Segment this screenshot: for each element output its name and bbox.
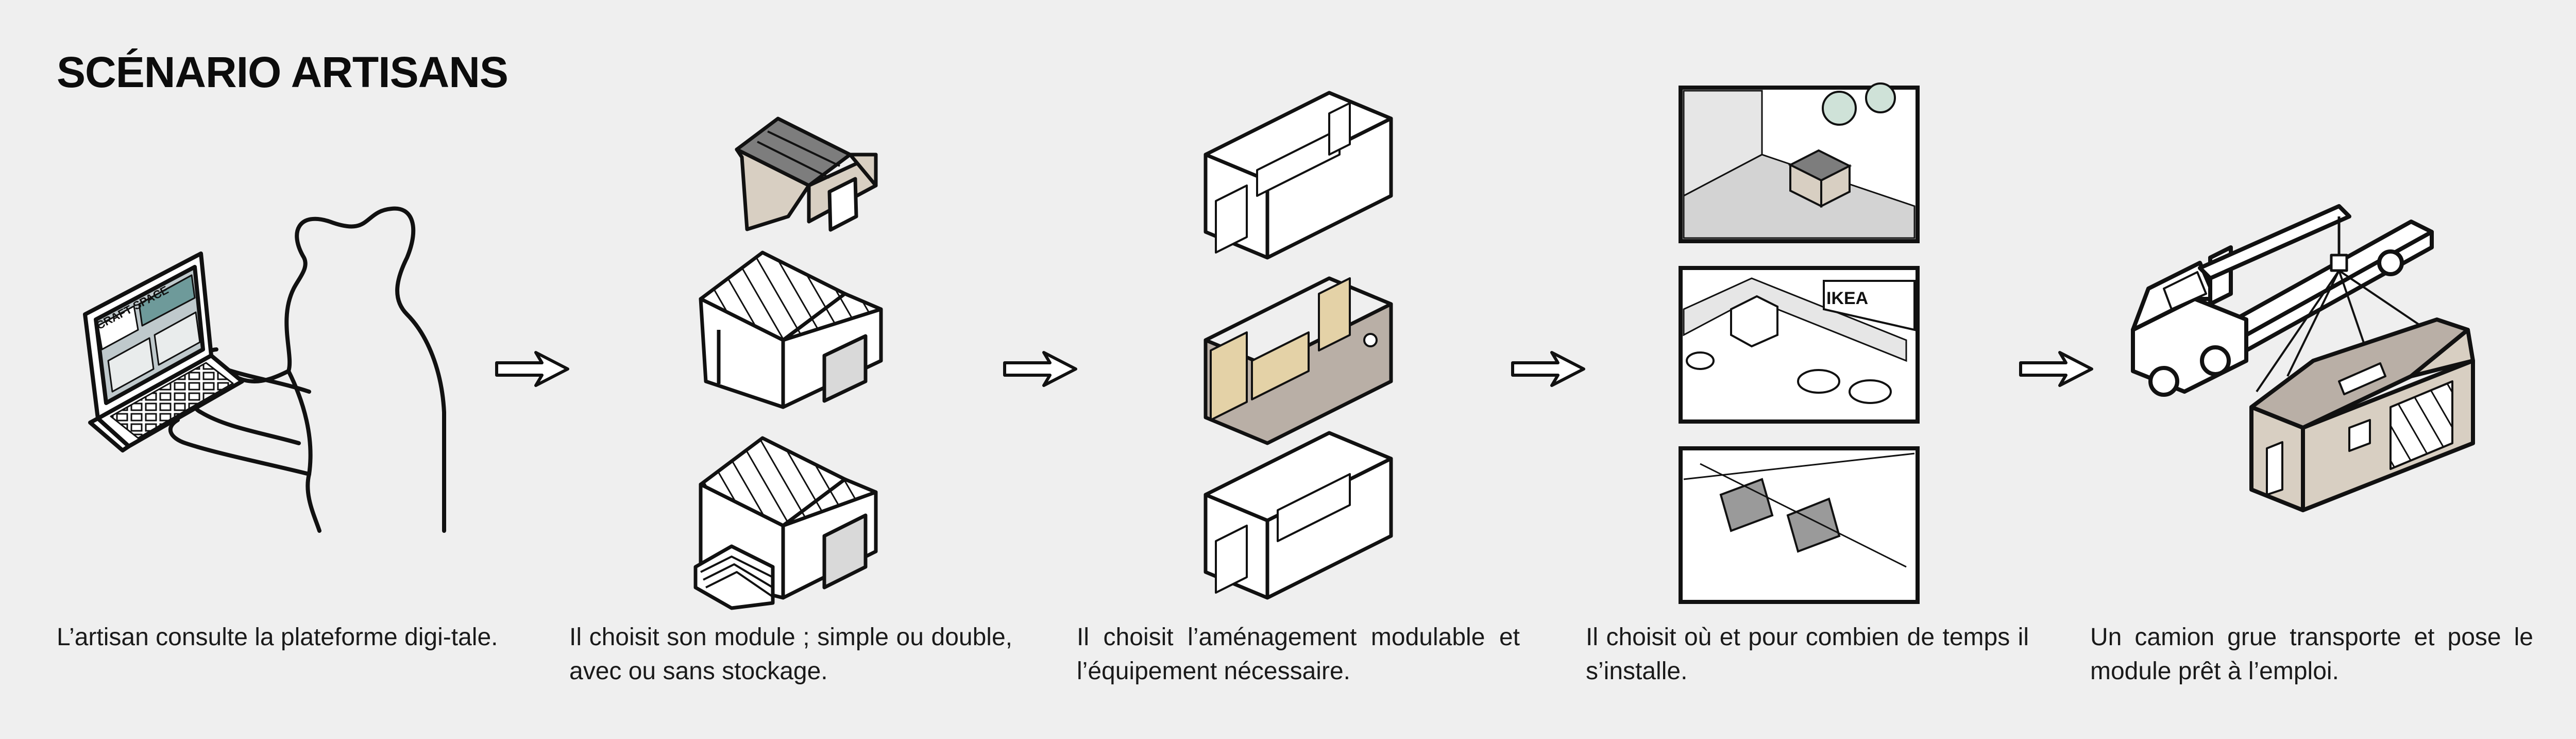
module-options-icon <box>696 119 881 608</box>
store-sign-label: IKEA <box>1826 289 1868 308</box>
arrow-right-icon <box>1003 348 1080 390</box>
interior-layouts-icon <box>1206 93 1391 598</box>
step-caption-1: L’artisan consulte la plateforme digi-ta… <box>57 620 500 654</box>
step-caption-2: Il choisit son module ; simple ou double… <box>569 620 1012 688</box>
arrow-right-icon <box>2019 348 2096 390</box>
step-caption-3: Il choisit l’aménagement modulable et l’… <box>1077 620 1520 688</box>
arrow-right-icon <box>495 348 572 390</box>
arrow-right-icon <box>1511 348 1588 390</box>
step-caption-5: Un camion grue transporte et pose le mod… <box>2090 620 2533 688</box>
crane-truck-icon <box>2133 206 2473 510</box>
step-caption-4: Il choisit où et pour combien de temps i… <box>1586 620 2029 688</box>
locations-icon <box>1681 83 1918 602</box>
